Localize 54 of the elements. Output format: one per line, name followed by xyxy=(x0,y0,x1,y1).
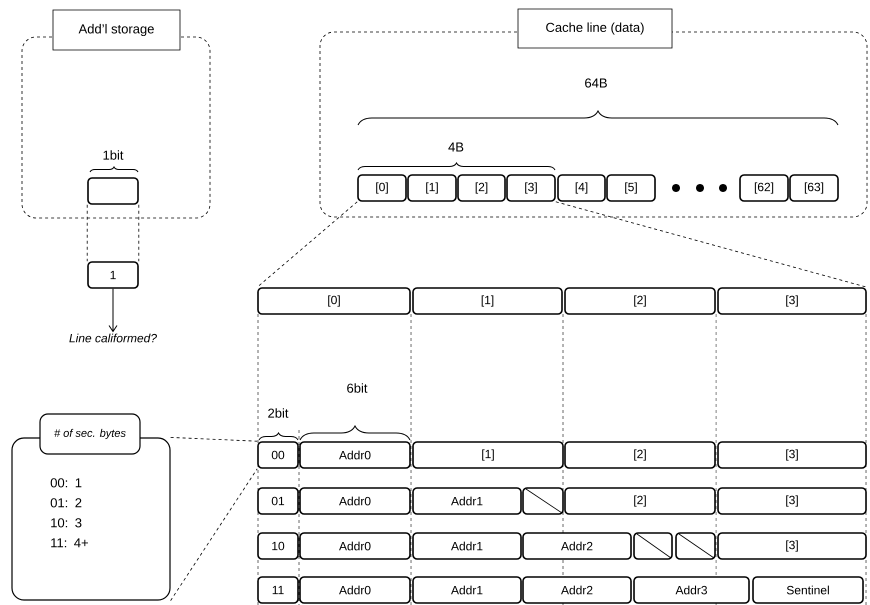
field-cell: Addr0 xyxy=(299,532,411,560)
byte-cell: [3] xyxy=(506,174,556,202)
field-cell: Addr1 xyxy=(412,576,522,604)
projection-line xyxy=(170,437,258,442)
unused-cell xyxy=(633,532,673,560)
field-cell: Addr2 xyxy=(522,576,632,604)
field-cell: Addr1 xyxy=(412,487,522,515)
byte-cell: [0] xyxy=(357,174,407,202)
field-cell: [2] xyxy=(564,441,716,469)
word-cell: [0] xyxy=(257,287,411,315)
field-cell: [3] xyxy=(717,441,867,469)
node-label: # of sec. bytes xyxy=(54,428,126,440)
callout-box: # of sec. bytes 00: 1 01: 2 10: 3 11: 4+ xyxy=(11,413,171,601)
field-cell: Sentinel xyxy=(752,576,864,604)
question-text: Line califormed? xyxy=(69,334,157,342)
byte-cell: [63] xyxy=(789,174,839,202)
field-cell: 10 xyxy=(257,532,299,560)
bit-cell xyxy=(87,177,139,205)
field-cell: 01 xyxy=(257,487,299,515)
field-cell: 00 xyxy=(257,441,299,469)
word-cell: [3] xyxy=(717,287,867,315)
size-label: 1bit xyxy=(104,150,124,160)
field-cell: Addr1 xyxy=(412,532,522,560)
byte-cell: [1] xyxy=(407,174,457,202)
bit-cell: 1 xyxy=(87,261,139,289)
field-cell: Addr3 xyxy=(633,576,750,604)
field-cell: Addr2 xyxy=(522,532,632,560)
field-cell: Addr0 xyxy=(299,487,411,515)
projection-line xyxy=(138,204,140,262)
field-cell: Addr0 xyxy=(299,576,411,604)
byte-cell: [2] xyxy=(457,174,506,202)
size-label: 2bit xyxy=(268,408,288,418)
field-cell: 11 xyxy=(257,576,299,604)
unused-cell xyxy=(675,532,716,560)
field-cell: [1] xyxy=(412,441,564,469)
projection-line xyxy=(170,468,258,601)
projection-line xyxy=(256,201,358,288)
projection-line xyxy=(86,204,88,262)
field-cell: [3] xyxy=(717,487,867,515)
size-label: 4B xyxy=(448,142,464,152)
projection-line xyxy=(555,201,868,288)
byte-cell: [5] xyxy=(606,174,656,202)
size-label: 6bit xyxy=(347,383,368,393)
node-label: Add’l storage xyxy=(78,24,154,36)
field-cell: [3] xyxy=(717,532,867,560)
word-cell: [2] xyxy=(564,287,716,315)
byte-cell: [62] xyxy=(739,174,789,202)
field-cell: [2] xyxy=(564,487,716,515)
field-cell: Addr0 xyxy=(299,441,411,469)
arrow xyxy=(108,288,118,332)
size-label: 64B xyxy=(585,78,607,88)
byte-cell: [4] xyxy=(557,174,606,202)
unused-cell xyxy=(522,487,564,515)
word-cell: [1] xyxy=(412,287,563,315)
